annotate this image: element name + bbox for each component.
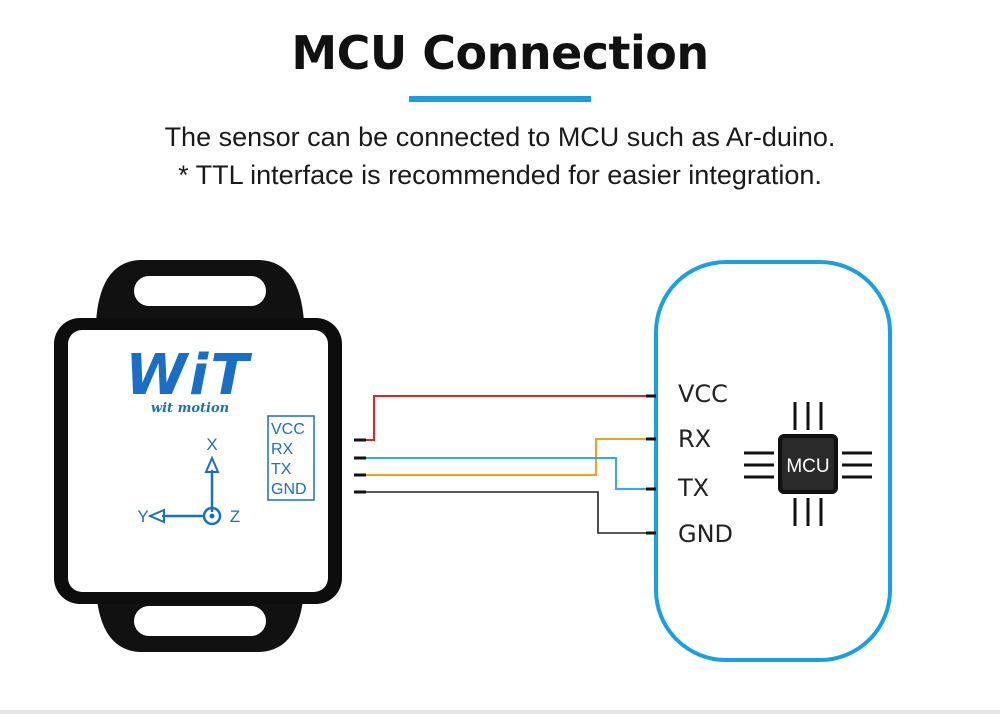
sensor-pin-rx: RX <box>271 441 294 458</box>
page-title: MCU Connection <box>291 26 709 80</box>
wire-vcc <box>366 395 646 441</box>
sensor-face <box>68 330 328 592</box>
brand-name: wit motion <box>151 401 229 416</box>
sensor-pin-box <box>267 415 315 501</box>
mcu-chip-label: MCU <box>786 456 829 477</box>
mcu-board-outline <box>654 260 892 662</box>
axis-z-label: Z <box>230 507 240 526</box>
title-underline <box>409 96 591 102</box>
sensor-pin-tx: TX <box>271 461 292 478</box>
sensor-connector-pins <box>354 438 366 494</box>
sensor-top-ear-hole <box>134 276 266 306</box>
bottom-divider <box>0 710 1000 714</box>
axis-x-label: X <box>206 435 217 454</box>
mcu-board: VCC RX TX GND MCU <box>646 260 892 662</box>
brand-logo: WiT <box>125 343 252 408</box>
axis-y-label: Y <box>137 507 148 526</box>
axis-x-arrow-icon <box>204 455 220 473</box>
subtitle-line-1: The sensor can be connected to MCU such … <box>164 122 836 152</box>
sensor-module: WiT wit motion X Y Z VCC RX TX GND <box>54 260 342 652</box>
mcu-pin-tx: TX <box>677 474 709 502</box>
axis-indicator <box>162 470 222 526</box>
mcu-pin-vcc: VCC <box>678 380 728 408</box>
sensor-pin-vcc: VCC <box>271 421 305 438</box>
wire-gnd <box>366 491 646 534</box>
wire-tx <box>366 457 646 490</box>
axis-y-arrow-icon <box>147 508 165 524</box>
mcu-pin-gnd: GND <box>678 520 733 548</box>
mcu-pin-rx: RX <box>678 425 711 453</box>
mcu-chip-icon <box>744 402 872 526</box>
subtitle-line-2: * TTL interface is recommended for easie… <box>178 160 822 190</box>
mcu-pin-stubs <box>646 394 656 535</box>
sensor-bottom-ear-hole <box>134 606 266 636</box>
sensor-pin-gnd: GND <box>271 481 307 498</box>
axis-z-dot-icon <box>209 513 215 519</box>
